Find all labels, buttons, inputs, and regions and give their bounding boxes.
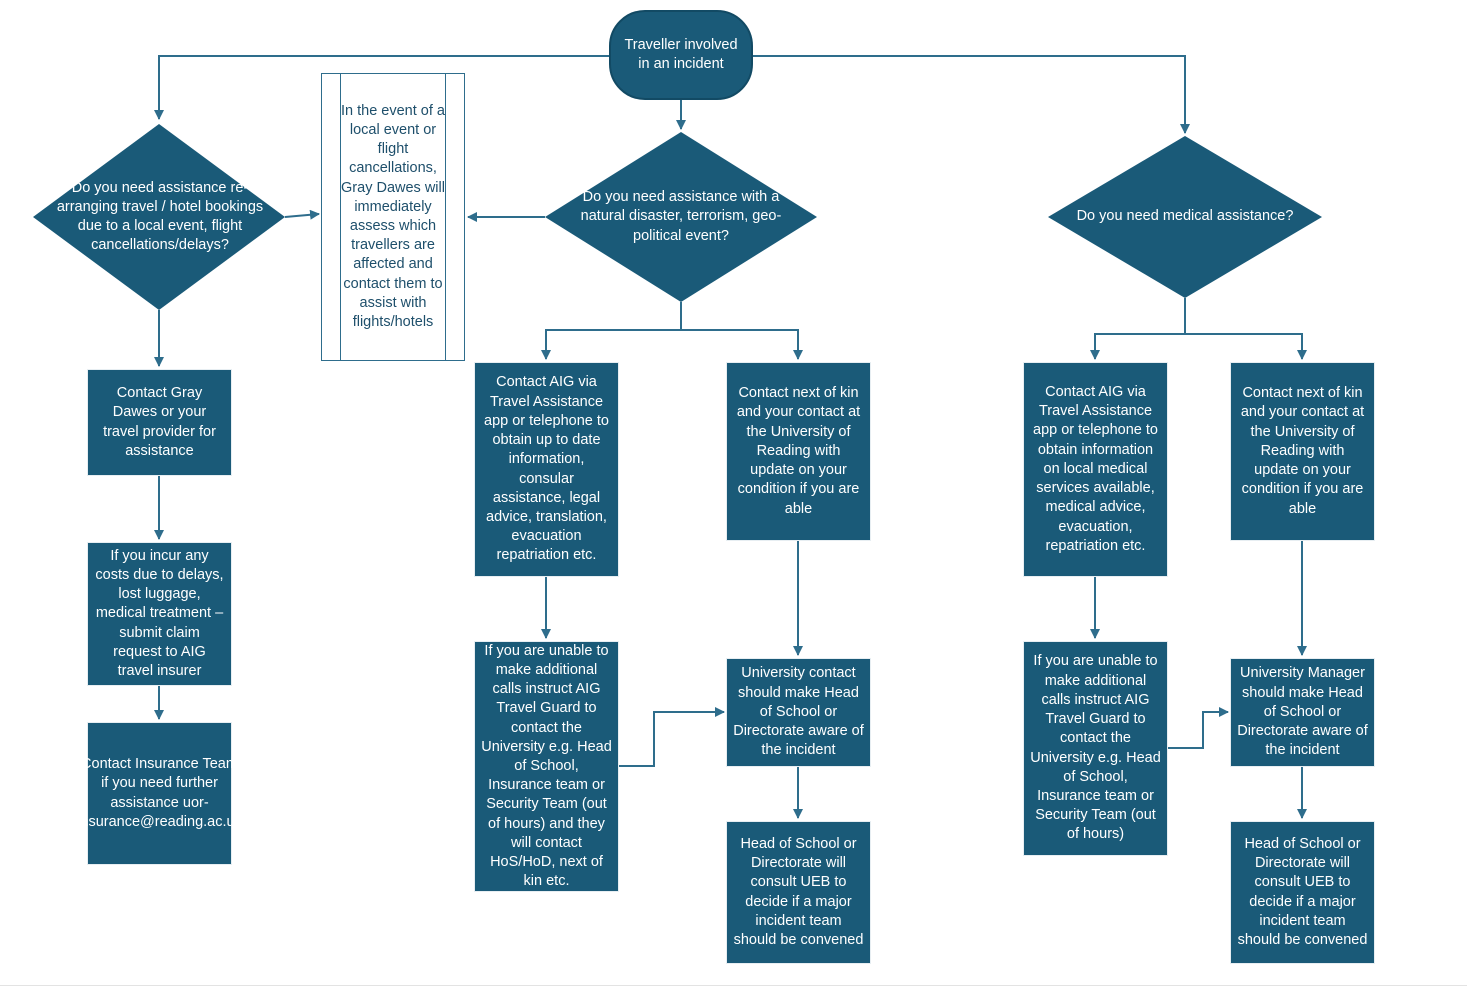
start-node: Traveller involved in an incident: [609, 10, 753, 100]
university-manager-label: University Manager should make Head of S…: [1237, 665, 1368, 759]
decision-medical-label: Do you need medical assistance?: [1076, 208, 1294, 225]
medical-head-of-school-label: Head of School or Directorate will consu…: [1237, 835, 1368, 948]
medical-head-of-school-box: Head of School or Directorate will consu…: [1230, 821, 1375, 964]
disaster-contact-aig-box: Contact AIG via Travel Assistance app or…: [474, 362, 619, 577]
contact-gray-dawes-box: Contact Gray Dawes or your travel provid…: [87, 369, 232, 476]
medical-next-of-kin-box: Contact next of kin and your contact at …: [1230, 362, 1375, 541]
page-bottom-divider: [0, 985, 1467, 986]
decision-disaster-shape: [545, 132, 817, 302]
disaster-head-of-school-label: Head of School or Directorate will consu…: [733, 835, 864, 948]
connector-disaster-to-kin: [681, 329, 803, 360]
incur-costs-box: If you incur any costs due to delays, lo…: [87, 542, 232, 686]
disaster-head-of-school-box: Head of School or Directorate will consu…: [726, 821, 871, 964]
decision-disaster-label: Do you need assistance with a natural di…: [580, 189, 782, 244]
decision-rearrange: Do you need assistance re-arranging trav…: [55, 170, 265, 264]
medical-contact-aig-box: Contact AIG via Travel Assistance app or…: [1023, 362, 1168, 577]
disaster-unable-calls-label: If you are unable to make additional cal…: [481, 642, 612, 890]
university-contact-label: University contact should make Head of S…: [733, 665, 864, 759]
decision-rearrange-shape: [33, 124, 285, 310]
university-contact-box: University contact should make Head of S…: [726, 658, 871, 767]
contact-insurance-box: Contact Insurance Team if you need furth…: [77, 722, 242, 865]
note-gray-dawes: In the event of a local event or flight …: [321, 73, 465, 361]
disaster-next-of-kin-label: Contact next of kin and your contact at …: [736, 385, 861, 517]
university-manager-box: University Manager should make Head of S…: [1230, 658, 1375, 767]
disaster-unable-calls-box: If you are unable to make additional cal…: [474, 641, 619, 892]
disaster-contact-aig-label: Contact AIG via Travel Assistance app or…: [484, 374, 609, 564]
connector-disaster-split: [541, 302, 682, 360]
connector-unable-to-university: [618, 707, 725, 767]
contact-gray-dawes-label: Contact Gray Dawes or your travel provid…: [103, 385, 216, 459]
note-right-bar: [445, 74, 446, 360]
connector-start-to-rearrange: [154, 55, 609, 120]
decision-medical: Do you need medical assistance?: [1070, 200, 1300, 234]
decision-rearrange-label: Do you need assistance re-arranging trav…: [56, 179, 264, 254]
medical-unable-calls-label: If you are unable to make additional cal…: [1030, 653, 1161, 843]
disaster-next-of-kin-box: Contact next of kin and your contact at …: [726, 362, 871, 541]
start-node-label: Traveller involved in an incident: [624, 36, 738, 72]
note-left-bar: [340, 74, 341, 360]
decision-medical-shape: [1048, 136, 1322, 298]
connector-start-to-medical: [753, 55, 1190, 134]
incur-costs-label: If you incur any costs due to delays, lo…: [95, 547, 224, 680]
connector-rearrange-to-note: [284, 209, 320, 220]
connector-medical-split: [1090, 298, 1186, 360]
medical-next-of-kin-label: Contact next of kin and your contact at …: [1240, 385, 1365, 517]
decision-disaster: Do you need assistance with a natural di…: [572, 180, 790, 254]
contact-insurance-label: Contact Insurance Team if you need furth…: [77, 756, 242, 830]
connector-medical-to-kin: [1185, 333, 1307, 360]
medical-unable-calls-box: If you are unable to make additional cal…: [1023, 641, 1168, 856]
connector-med-unable-to-manager: [1167, 707, 1229, 749]
medical-contact-aig-label: Contact AIG via Travel Assistance app or…: [1033, 384, 1158, 554]
note-text: In the event of a local event or flight …: [341, 102, 445, 331]
